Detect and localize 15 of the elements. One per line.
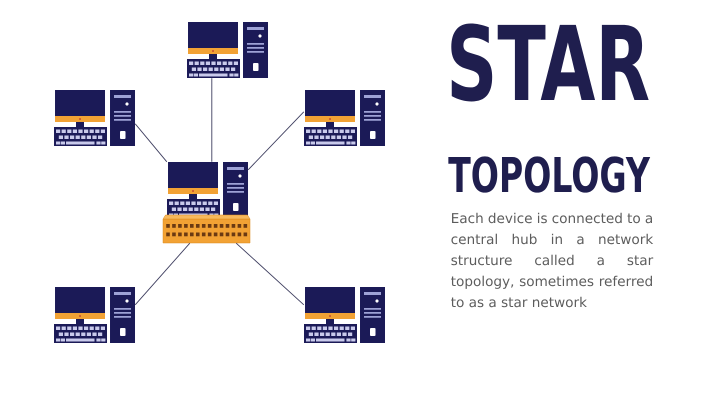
computer bbox=[167, 162, 248, 218]
connector-line bbox=[248, 111, 304, 170]
connector-line bbox=[236, 242, 304, 306]
computer bbox=[304, 287, 385, 343]
connector-line bbox=[211, 78, 212, 162]
network-hub bbox=[162, 214, 250, 244]
heading: TOPOLOGY bbox=[448, 156, 650, 193]
connector-line bbox=[134, 123, 168, 162]
computer bbox=[304, 90, 385, 146]
computer bbox=[54, 287, 135, 343]
computer bbox=[187, 22, 268, 78]
computer bbox=[54, 90, 135, 146]
title: STAR bbox=[451, 24, 649, 102]
connector-line bbox=[134, 242, 190, 306]
description-text: Each device is connected to a central hub in a network structure called a star topology, sometimes referred to as a star network bbox=[451, 212, 654, 308]
